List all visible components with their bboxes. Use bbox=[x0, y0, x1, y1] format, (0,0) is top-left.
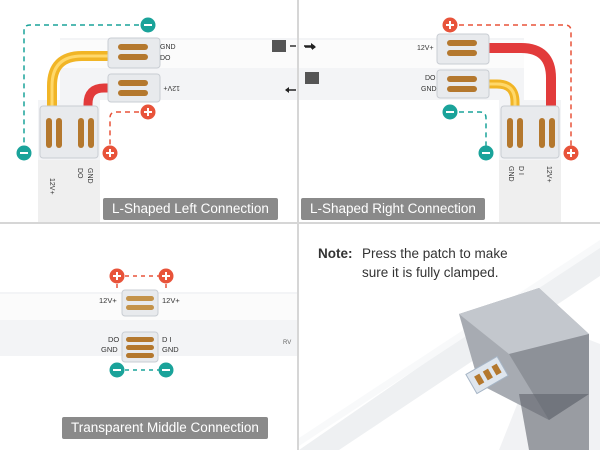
negative-callout-line bbox=[23, 24, 148, 150]
mid-connector bbox=[107, 73, 161, 103]
positive-callout-line bbox=[109, 111, 148, 150]
positive-terminal-icon bbox=[158, 268, 174, 284]
strip-end-connector bbox=[272, 40, 286, 52]
positive-terminal-icon bbox=[140, 104, 156, 120]
positive-terminal-icon bbox=[442, 17, 458, 33]
strip-end-connector bbox=[305, 72, 319, 84]
left-gnd-vertical-label: GND bbox=[86, 168, 93, 184]
left-connection-diagram: GND DO 12V+ 12V+ DO GND bbox=[16, 17, 297, 222]
negative-callout-line bbox=[450, 111, 487, 150]
note-label: Note: bbox=[318, 246, 353, 261]
positive-terminal-icon bbox=[109, 268, 125, 284]
negative-terminal-icon bbox=[140, 17, 156, 33]
mid-connector bbox=[436, 69, 490, 99]
positive-terminal-icon bbox=[563, 145, 579, 161]
right-connection-diagram: 12V+ DO GND GND D I 12V+ bbox=[299, 17, 579, 222]
negative-terminal-icon bbox=[109, 362, 125, 378]
arrow-right-icon bbox=[304, 43, 315, 49]
top-connector bbox=[121, 289, 159, 317]
mid-do-label: DO bbox=[108, 335, 119, 344]
positive-callout-line bbox=[450, 24, 572, 150]
negative-terminal-icon bbox=[478, 145, 494, 161]
top-connector bbox=[436, 33, 490, 65]
mid-12v-right-label: 12V+ bbox=[162, 296, 180, 305]
left-do-vertical-label: DO bbox=[76, 168, 83, 179]
mid-di-label: D I bbox=[162, 335, 172, 344]
left-do-label: DO bbox=[160, 55, 171, 62]
right-12v-vertical-label: 12V+ bbox=[545, 166, 552, 183]
right-gnd-label: GND bbox=[421, 86, 437, 93]
red-wire bbox=[83, 83, 112, 122]
caption-left-connection: L-Shaped Left Connection bbox=[103, 198, 278, 220]
negative-terminal-icon bbox=[16, 145, 32, 161]
right-do-label: DO bbox=[425, 75, 436, 82]
right-di-vertical-label: D I bbox=[517, 166, 524, 175]
left-gnd-label: GND bbox=[160, 44, 176, 51]
left-12v-label: 12V+ bbox=[163, 84, 180, 91]
mid-rv-label: RV bbox=[283, 340, 291, 346]
middle-connection-diagram: 12V+ 12V+ DO D I GND GND RV bbox=[0, 268, 297, 378]
caption-right-connection: L-Shaped Right Connection bbox=[301, 198, 485, 220]
red-wire bbox=[483, 43, 556, 120]
arrow-left-icon bbox=[285, 87, 296, 93]
left-12v-vertical-label: 12V+ bbox=[48, 178, 55, 195]
negative-terminal-icon bbox=[158, 362, 174, 378]
right-gnd-vertical-label: GND bbox=[507, 166, 514, 182]
caption-middle-connection: Transparent Middle Connection bbox=[62, 417, 268, 439]
top-connector bbox=[107, 37, 161, 69]
vertical-divider bbox=[297, 0, 299, 450]
clamp-press-illustration bbox=[299, 240, 600, 450]
horizontal-divider bbox=[0, 222, 600, 224]
mid-gnd-right-label: GND bbox=[162, 345, 179, 354]
mid-12v-left-label: 12V+ bbox=[99, 296, 117, 305]
note-text: Press the patch to make sure it is fully… bbox=[362, 246, 508, 280]
mid-gnd-left-label: GND bbox=[101, 345, 118, 354]
positive-terminal-icon bbox=[102, 145, 118, 161]
right-12v-label: 12V+ bbox=[417, 45, 434, 52]
negative-terminal-icon bbox=[442, 104, 458, 120]
